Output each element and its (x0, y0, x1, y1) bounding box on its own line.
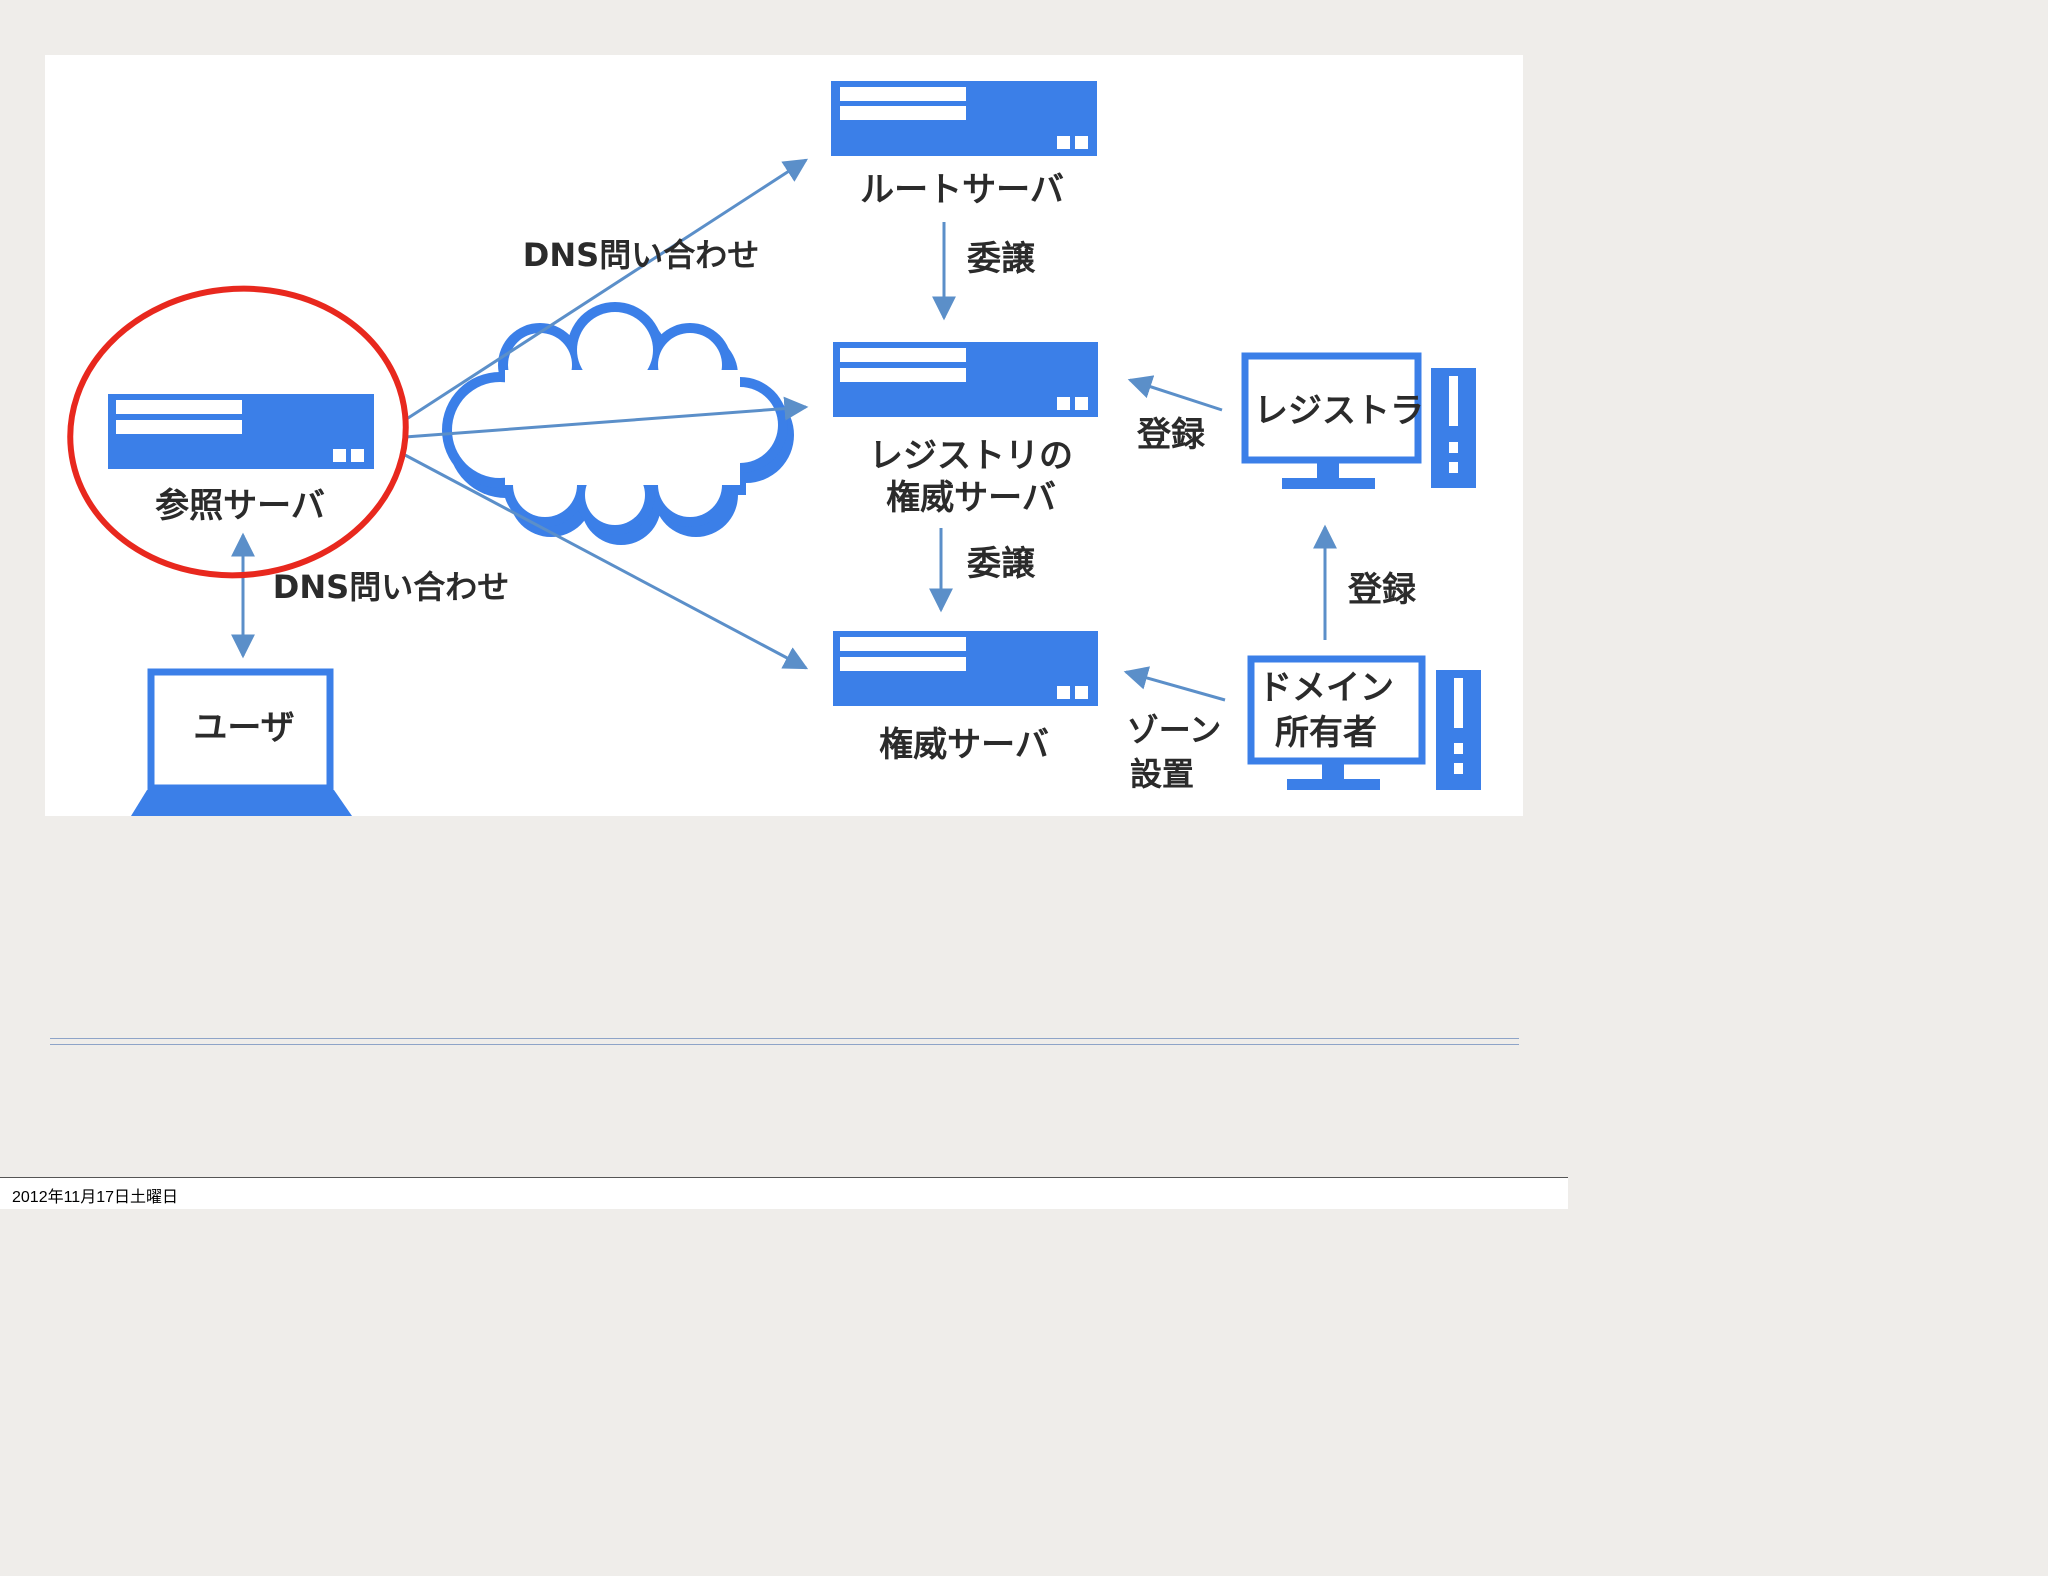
domain-owner-label-line1: ドメイン (1258, 668, 1394, 708)
dns-query-label-upper: DNS問い合わせ (523, 236, 759, 274)
slide: ルートサーバ DNS問い合わせ 委譲 レジストリの 権威サーバ 登録 レジストラ… (45, 55, 1523, 1045)
delegation-label-upper: 委譲 (967, 239, 1036, 279)
registry-auth-server-label-line2: 権威サーバ (886, 478, 1056, 518)
registry-auth-server-label-line1: レジストリの (869, 436, 1073, 476)
ref-server-icon (108, 394, 374, 469)
arrow-ref-to-root (404, 158, 809, 422)
registry-auth-server-icon (833, 342, 1098, 417)
root-server-label: ルートサーバ (860, 170, 1064, 210)
divider-line (50, 1044, 1519, 1045)
arrow-owner-to-auth (1123, 666, 1226, 702)
dns-diagram: ルートサーバ DNS問い合わせ 委譲 レジストリの 権威サーバ 登録 レジストラ… (67, 81, 1481, 816)
arrow-ref-to-registry (404, 396, 809, 439)
arrow-ref-to-auth (404, 453, 809, 670)
domain-owner-label-line2: 所有者 (1275, 713, 1377, 753)
highlight-circle (67, 285, 409, 579)
register-label-right: 登録 (1347, 570, 1417, 610)
auth-server-icon (833, 631, 1098, 706)
zone-setup-label-line1: ゾーン (1127, 711, 1221, 749)
domain-owner-computer-icon (1247, 655, 1481, 790)
laptop-icon (131, 668, 352, 816)
ref-server-label: 参照サーバ (155, 486, 325, 526)
user-label: ユーザ (193, 708, 294, 748)
registrar-label: レジストラ (1254, 391, 1424, 431)
arrow-registrar-to-registry (1127, 375, 1223, 412)
dns-query-label-lower: DNS問い合わせ (273, 568, 509, 606)
delegation-label-lower: 委譲 (967, 544, 1036, 584)
footer-bar: 2012年11月17日土曜日 (0, 1177, 1568, 1209)
cloud-icon (442, 302, 794, 545)
divider-line (50, 1038, 1519, 1039)
diagram-panel: ルートサーバ DNS問い合わせ 委譲 レジストリの 権威サーバ 登録 レジストラ… (45, 55, 1523, 816)
registrar-computer-icon (1241, 352, 1476, 489)
register-label-left: 登録 (1136, 415, 1206, 455)
auth-server-label: 権威サーバ (879, 725, 1049, 765)
footer-date: 2012年11月17日土曜日 (12, 1189, 179, 1206)
root-server-icon (831, 81, 1097, 156)
zone-setup-label-line2: 設置 (1130, 755, 1194, 793)
